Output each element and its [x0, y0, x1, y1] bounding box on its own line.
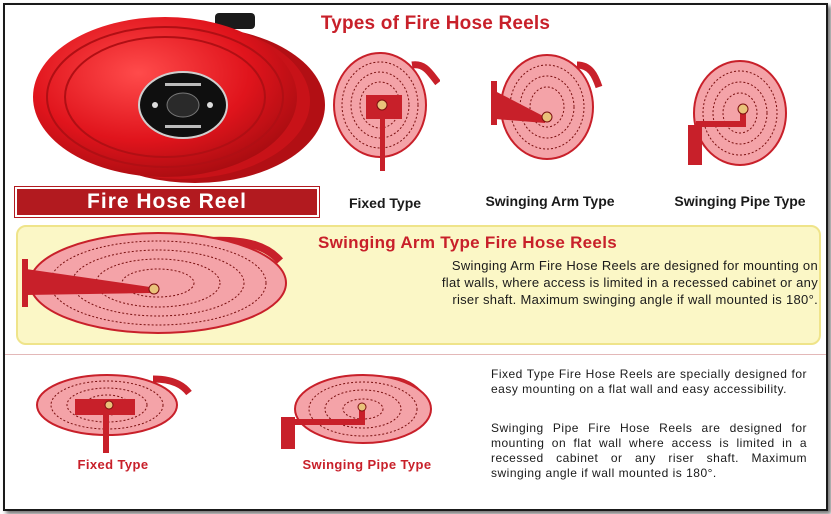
fixed-type-reel-bottom-icon [36, 374, 192, 453]
caption-fixed-type: Fixed Type [348, 195, 422, 211]
swinging-pipe-reel-bottom-icon [281, 374, 432, 449]
section-divider [5, 354, 826, 355]
caption-fixed-type-bottom: Fixed Type [77, 457, 149, 472]
swinging-arm-reel-large-icon [22, 232, 287, 334]
caption-swinging-pipe-type: Swinging Pipe Type [674, 193, 806, 209]
swinging-pipe-reel-icon [688, 60, 787, 166]
caption-swinging-arm-type: Swinging Arm Type [485, 193, 615, 209]
swinging-arm-reel-icon [491, 54, 603, 160]
swinging-arm-panel-title: Swinging Arm Type Fire Hose Reels [318, 233, 617, 252]
fire-hose-reel-photo [33, 13, 325, 183]
panel-line-1: Swinging Arm Fire Hose Reels are designe… [451, 258, 818, 273]
fixed-type-reel-icon [333, 52, 440, 171]
infographic-frame: Types of Fire Hose Reels Fire Hose Reel [3, 3, 828, 511]
swinging-arm-panel-text: Swinging Arm Fire Hose Reels are designe… [308, 257, 818, 308]
caption-swinging-pipe-type-bottom: Swinging Pipe Type [302, 457, 432, 472]
panel-line-3: riser shaft. Maximum swinging angle if w… [452, 292, 818, 307]
swinging-pipe-description: Swinging Pipe Fire Hose Reels are design… [491, 421, 807, 480]
fire-hose-reel-banner: Fire Hose Reel [15, 187, 319, 217]
swinging-arm-panel: Swinging Arm Type Fire Hose Reels Swingi… [16, 225, 821, 345]
fixed-type-description: Fixed Type Fire Hose Reels are specially… [491, 367, 807, 396]
panel-line-2: flat walls, where access is limited in a… [441, 275, 818, 290]
page-title: Types of Fire Hose Reels [320, 13, 551, 34]
